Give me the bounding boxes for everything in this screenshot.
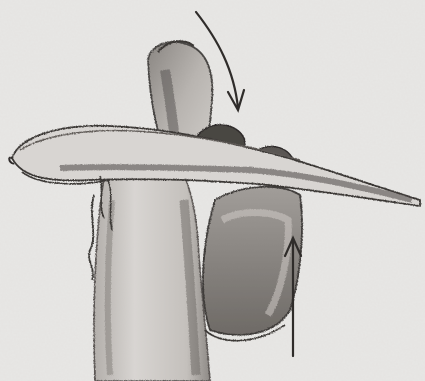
sketch-frame [0,0,425,381]
sketch-illustration [0,0,425,381]
